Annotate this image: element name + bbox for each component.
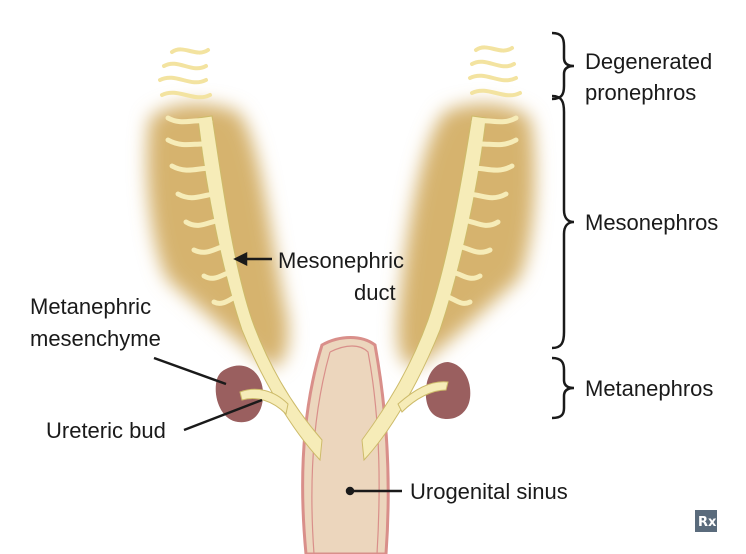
ureteric-bud-label: Ureteric bud bbox=[46, 418, 166, 443]
pointer-lines bbox=[153, 251, 402, 496]
left-degenerated-pronephros bbox=[158, 47, 212, 100]
mesonephros-brace bbox=[551, 94, 575, 350]
metanephros-label: Metanephros bbox=[585, 376, 713, 401]
degenerated-label-line2: pronephros bbox=[585, 80, 696, 105]
left-ureteric-bud bbox=[239, 388, 289, 416]
rx-logo-bg bbox=[695, 510, 717, 532]
metanephros-brace bbox=[551, 356, 575, 420]
metanephric-mesenchyme-label-line2: mesenchyme bbox=[30, 326, 161, 351]
metanephric-mesenchyme-pointer bbox=[153, 356, 227, 386]
mesonephric-duct-arrow bbox=[233, 251, 248, 267]
right-ureteric-bud bbox=[397, 381, 449, 413]
left-metanephric-mesenchyme bbox=[215, 365, 264, 423]
mesonephric-duct-label-line1: Mesonephric bbox=[278, 248, 404, 273]
right-mesonephric-tubules bbox=[438, 115, 519, 306]
rx-logo-text: Rx bbox=[698, 515, 717, 530]
right-metanephric-mesenchyme bbox=[425, 362, 471, 420]
degenerated-label-line1: Degenerated bbox=[585, 49, 712, 74]
ureteric-bud-pointer bbox=[183, 398, 263, 432]
degenerated-pronephros-brace bbox=[551, 31, 575, 101]
left-mesonephric-tubules bbox=[165, 115, 245, 306]
rx-logo: Rx bbox=[695, 510, 717, 532]
right-degenerated-pronephros bbox=[468, 45, 522, 98]
mesonephros-label: Mesonephros bbox=[585, 210, 718, 235]
mesonephric-duct-label-line2: duct bbox=[354, 280, 396, 305]
urogenital-sinus-dot bbox=[345, 486, 355, 496]
metanephric-mesenchyme-label-line1: Metanephric bbox=[30, 294, 151, 319]
urogenital-sinus-label: Urogenital sinus bbox=[410, 479, 568, 504]
